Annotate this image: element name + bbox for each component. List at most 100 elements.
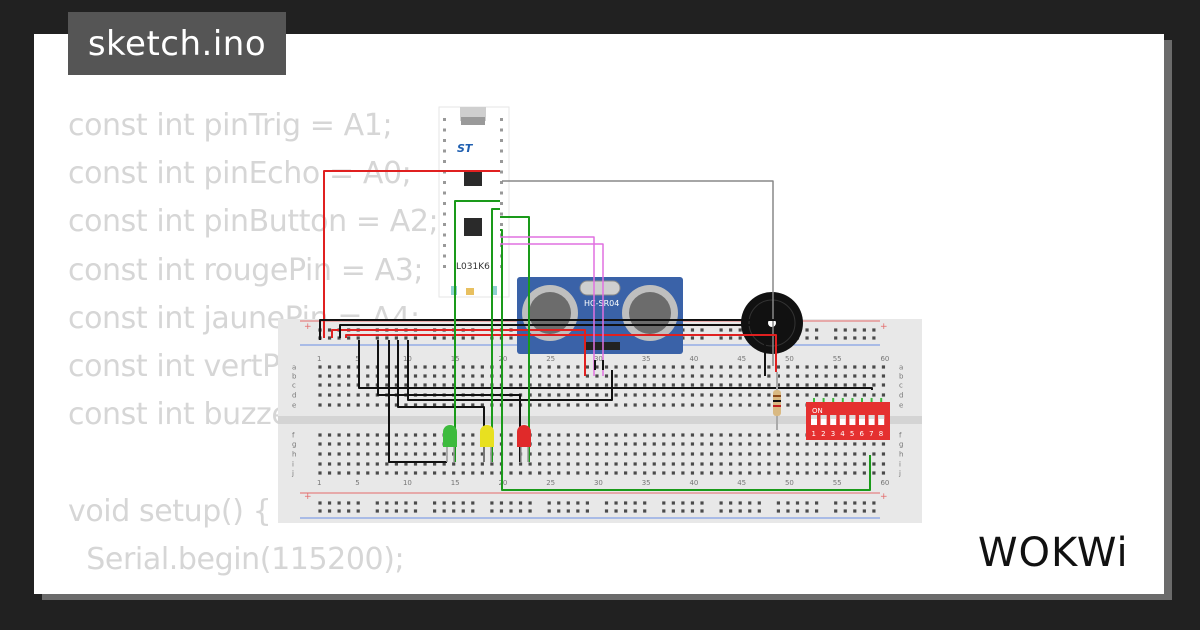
breadboard-hole — [366, 471, 370, 475]
led-red-body — [517, 425, 531, 447]
breadboard-hole — [385, 462, 389, 466]
breadboard-hole — [633, 452, 637, 456]
rail-hole — [738, 328, 742, 332]
rail-hole — [795, 501, 800, 505]
breadboard-hole — [872, 442, 876, 446]
led-green[interactable] — [443, 425, 457, 462]
breadboard-hole — [595, 452, 599, 456]
breadboard-hole — [347, 374, 351, 378]
breadboard-hole — [690, 383, 695, 387]
breadboard-hole — [643, 452, 647, 456]
rail-hole — [509, 509, 513, 513]
rail-hole — [633, 501, 637, 505]
breadboard-hole — [815, 374, 819, 378]
dip-toggle-knob — [820, 415, 827, 419]
led-yellow[interactable] — [480, 425, 494, 462]
chip-top — [464, 170, 482, 186]
dip-toggle-knob — [830, 415, 837, 419]
breadboard-hole — [881, 374, 886, 378]
dip-toggle[interactable] — [868, 415, 875, 425]
breadboard-hole — [757, 442, 761, 446]
wire — [407, 340, 613, 401]
breadboard-hole — [327, 462, 332, 466]
breadboard-hole — [337, 374, 341, 378]
breadboard-hole — [327, 383, 332, 387]
board-pin — [500, 149, 503, 153]
breadboard-hole — [413, 365, 418, 369]
breadboard-hole — [576, 471, 580, 475]
breadboard-hole — [337, 471, 341, 475]
breadboard-hole — [433, 365, 437, 369]
breadboard-hole — [757, 433, 761, 437]
breadboard-hole — [452, 462, 456, 466]
breadboard-hole — [461, 471, 465, 475]
rail-hole — [452, 509, 456, 513]
column-number: 25 — [546, 479, 555, 487]
dip-toggle[interactable] — [811, 415, 817, 425]
breadboard-hole — [471, 442, 475, 446]
breadboard-hole — [347, 471, 351, 475]
rail-hole — [471, 336, 475, 340]
breadboard-hole — [709, 452, 714, 456]
rail-hole — [442, 336, 446, 340]
breadboard-hole — [748, 403, 752, 407]
breadboard-hole — [700, 383, 704, 387]
breadboard-hole — [461, 452, 465, 456]
dip-toggle[interactable] — [839, 415, 846, 425]
led-green-body — [443, 425, 457, 447]
breadboard-hole — [423, 383, 427, 387]
rail-hole — [805, 336, 809, 340]
rail-hole — [557, 501, 561, 505]
column-number: 40 — [689, 479, 698, 487]
breadboard-hole — [337, 393, 341, 397]
rail-hole — [547, 501, 551, 505]
dip-number: 5 — [850, 430, 854, 438]
breadboard-hole — [538, 471, 542, 475]
ultrasonic-sensor[interactable]: HC-SR04 — [517, 277, 683, 354]
breadboard-hole — [881, 393, 886, 397]
breadboard-hole — [557, 462, 561, 466]
breadboard-hole — [633, 462, 637, 466]
dip-toggle[interactable] — [849, 415, 856, 425]
resistor[interactable] — [773, 372, 781, 430]
breadboard-hole — [318, 433, 322, 437]
wire — [358, 340, 873, 390]
breadboard-hole — [729, 383, 733, 387]
dip-toggle[interactable] — [830, 415, 837, 425]
buzzer[interactable] — [741, 292, 803, 354]
breadboard-hole — [738, 365, 742, 369]
breadboard-hole — [404, 471, 408, 475]
breadboard-hole — [385, 452, 389, 456]
breadboard-hole — [719, 383, 723, 387]
breadboard-hole — [442, 403, 446, 407]
led-red[interactable] — [517, 425, 531, 462]
dip-toggle[interactable] — [878, 415, 885, 425]
breadboard-hole — [700, 365, 704, 369]
breadboard-hole — [662, 442, 666, 446]
dip-toggle[interactable] — [859, 415, 865, 425]
breadboard-hole — [729, 403, 733, 407]
rail-hole — [327, 336, 332, 340]
rail-hole — [776, 509, 780, 513]
breadboard-hole — [385, 365, 389, 369]
rail-hole — [643, 509, 647, 513]
breadboard-hole — [834, 471, 838, 475]
breadboard-hole — [700, 462, 704, 466]
dip-toggle[interactable] — [820, 415, 827, 425]
rail-hole — [461, 336, 465, 340]
breadboard-hole — [604, 365, 609, 369]
breadboard-hole — [585, 433, 589, 437]
breadboard-hole — [700, 393, 704, 397]
breadboard-hole — [566, 452, 570, 456]
breadboard-hole — [824, 471, 828, 475]
rail-hole — [385, 336, 389, 340]
breadboard-hole — [604, 462, 609, 466]
breadboard-hole — [604, 471, 609, 475]
breadboard-hole — [652, 471, 656, 475]
breadboard-hole — [461, 374, 465, 378]
breadboard-hole — [614, 365, 618, 369]
rail-hole — [738, 509, 742, 513]
breadboard-hole — [881, 365, 886, 369]
column-number: 5 — [355, 355, 359, 363]
